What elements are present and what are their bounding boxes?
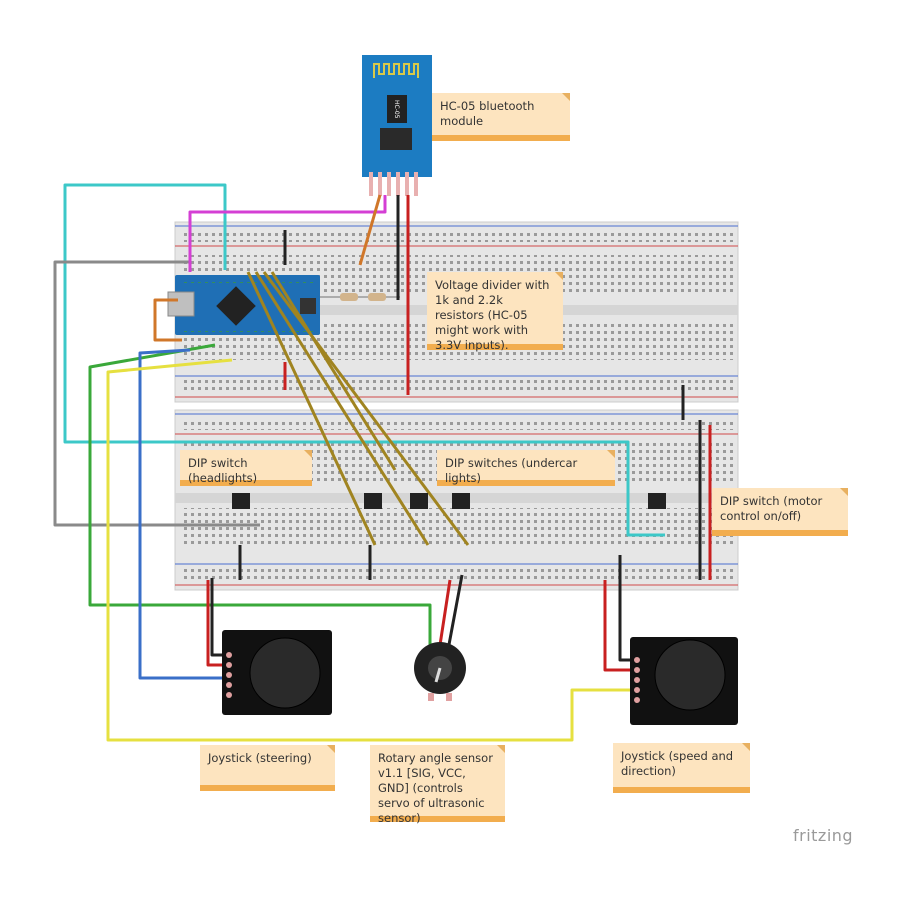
note-voltage-divider: Voltage divider with 1k and 2.2k resisto… — [427, 272, 563, 352]
wire-olive-2 — [254, 271, 430, 546]
wire-blue — [138, 348, 222, 680]
note-hc05: HC-05 bluetooth module — [432, 93, 570, 141]
arduino-nano — [167, 275, 320, 335]
wire-black-6 — [618, 555, 630, 662]
note-dip-headlights: DIP switch (headlights) — [180, 450, 312, 486]
joystick-steering — [222, 630, 332, 715]
wire-red-6 — [438, 579, 452, 646]
wire-black-5 — [446, 574, 464, 651]
dip-switch-undercar-1 — [364, 493, 382, 509]
note-joystick-speed: Joystick (speed and direction) — [613, 743, 750, 793]
module-chip-label: HC-05 — [393, 100, 400, 119]
dip-switch-headlights — [232, 493, 250, 509]
wire-magenta — [188, 195, 387, 272]
wire-olive-4 — [270, 271, 397, 471]
wire-green — [88, 343, 432, 645]
note-joystick-steering: Joystick (steering) — [200, 745, 335, 791]
resistors — [320, 293, 400, 301]
wire-olive-1 — [246, 271, 377, 546]
hc05-module: HC-05 — [362, 55, 432, 196]
rotary-angle-sensor — [414, 642, 466, 701]
note-dip-undercar: DIP switches (undercar lights) — [437, 450, 615, 486]
joystick-speed — [630, 637, 738, 725]
wire-red-3 — [206, 580, 225, 667]
breadboard-bottom — [174, 409, 739, 591]
dip-switch-undercar-3 — [452, 493, 470, 509]
note-dip-motor: DIP switch (motor control on/off) — [712, 488, 848, 536]
wire-cyan — [63, 183, 665, 537]
dip-switch-motor — [648, 493, 666, 509]
wire-olive-3 — [262, 271, 470, 546]
wire-orange-loop — [153, 298, 182, 342]
wire-red-4 — [603, 580, 630, 672]
wire-yellow — [106, 358, 630, 742]
wires — [53, 183, 712, 742]
wire-orange — [358, 194, 382, 266]
wire-black-9 — [210, 578, 225, 657]
dip-switches — [232, 493, 666, 509]
note-rotary-sensor: Rotary angle sensor v1.1 [SIG, VCC, GND]… — [370, 745, 505, 825]
dip-switch-undercar-2 — [410, 493, 428, 509]
fritzing-logo: fritzing — [793, 826, 854, 845]
